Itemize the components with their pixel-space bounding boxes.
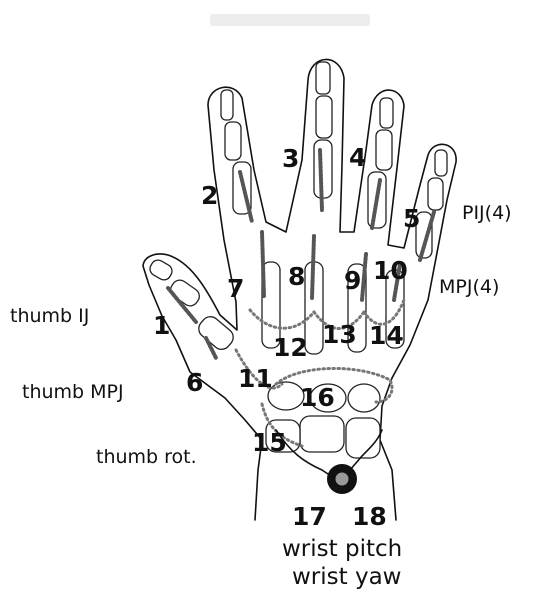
joint-label-1: 1 — [153, 311, 170, 340]
wrist-yaw-label: wrist yaw — [292, 564, 402, 590]
thumb-ij-label: thumb IJ — [10, 305, 89, 327]
wrist-sensor-icon — [327, 464, 357, 494]
faint-header-mark — [210, 14, 370, 26]
joint-label-18: 18 — [352, 502, 387, 531]
joint-label-4: 4 — [349, 143, 366, 172]
thumb-rot-label: thumb rot. — [96, 446, 197, 468]
joint-label-11: 11 — [238, 364, 273, 393]
joint-label-3: 3 — [282, 144, 299, 173]
joint-label-9: 9 — [344, 266, 361, 295]
joint-label-14: 14 — [369, 321, 404, 350]
joint-label-5: 5 — [403, 204, 420, 233]
joint-label-16: 16 — [300, 383, 335, 412]
joint-label-17: 17 — [292, 502, 327, 531]
joint-label-10: 10 — [373, 256, 408, 285]
joint-label-2: 2 — [201, 181, 218, 210]
joint-label-6: 6 — [186, 368, 203, 397]
joint-label-12: 12 — [273, 333, 308, 362]
joint-label-15: 15 — [252, 428, 287, 457]
thumb-mpj-label: thumb MPJ — [22, 381, 124, 403]
pij-label: PIJ(4) — [462, 202, 512, 224]
mpj-label: MPJ(4) — [439, 276, 499, 298]
joint-label-7: 7 — [227, 274, 244, 303]
joint-label-13: 13 — [322, 320, 357, 349]
joint-label-8: 8 — [288, 262, 305, 291]
wrist-pitch-label: wrist pitch — [282, 536, 402, 562]
